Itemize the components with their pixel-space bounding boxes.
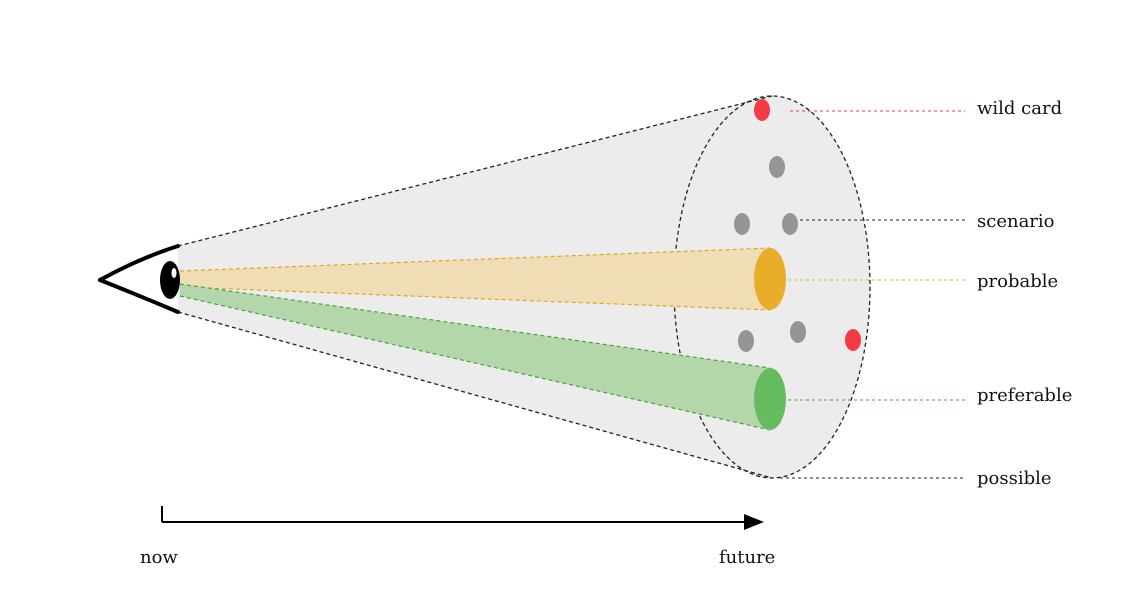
scenario-dots <box>734 156 806 352</box>
timeline <box>161 506 764 530</box>
preferable-ellipse <box>754 368 786 430</box>
eye-icon <box>98 244 180 314</box>
scenario-dot <box>782 213 798 235</box>
preferable-beam <box>179 283 786 431</box>
label-scenario: scenario <box>977 211 1055 232</box>
label-wild-card: wild card <box>977 98 1062 119</box>
probable-beam <box>179 247 786 311</box>
probable-ellipse <box>754 248 786 310</box>
wild-card-dot <box>754 99 770 121</box>
label-preferable: preferable <box>977 385 1072 406</box>
wild-card-dots <box>754 99 861 351</box>
label-future: future <box>719 547 775 568</box>
label-probable: probable <box>977 271 1058 292</box>
scenario-dot <box>734 213 750 235</box>
scenario-dot <box>738 330 754 352</box>
scenario-dot <box>769 156 785 178</box>
wild-card-dot <box>845 329 861 351</box>
scenario-dot <box>790 321 806 343</box>
label-now: now <box>140 547 178 568</box>
label-possible: possible <box>977 468 1052 489</box>
leader-lines <box>780 110 965 479</box>
